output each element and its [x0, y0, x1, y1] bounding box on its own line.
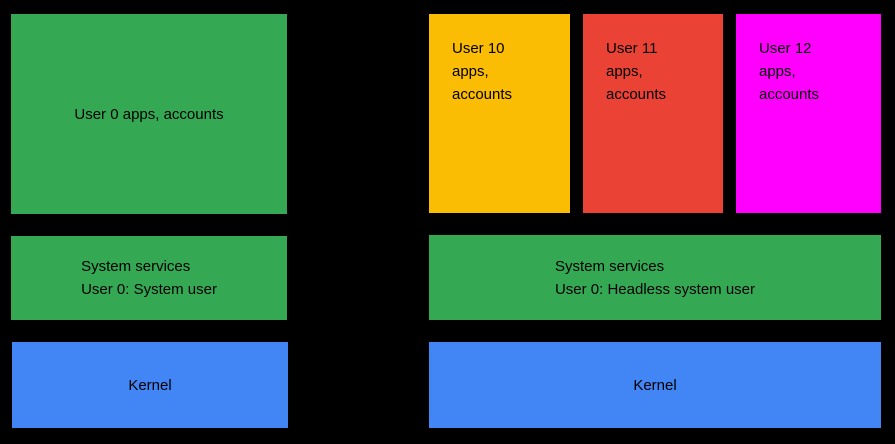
user12-apps-label: User 12 apps, accounts: [759, 40, 820, 103]
system-services-left-label: System services User 0: System user: [81, 258, 217, 298]
kernel-right-label: Kernel: [633, 376, 677, 394]
user10-apps-box: User 10 apps, accounts: [429, 14, 570, 213]
system-services-right-label: System services User 0: Headless system …: [554, 257, 756, 298]
kernel-left-label: Kernel: [128, 376, 172, 394]
user0-apps-label: User 0 apps, accounts: [74, 105, 224, 123]
user11-apps-label: User 11 apps, accounts: [606, 40, 667, 103]
user0-apps-box: User 0 apps, accounts: [11, 14, 287, 214]
user12-apps-box: User 12 apps, accounts: [736, 14, 881, 213]
kernel-right-box: Kernel: [429, 342, 881, 428]
system-services-right-box: System services User 0: Headless system …: [429, 235, 881, 320]
system-services-left-box: System services User 0: System user: [11, 236, 287, 320]
kernel-left-box: Kernel: [12, 342, 288, 428]
user10-apps-label: User 10 apps, accounts: [452, 40, 513, 103]
user11-apps-box: User 11 apps, accounts: [583, 14, 723, 213]
